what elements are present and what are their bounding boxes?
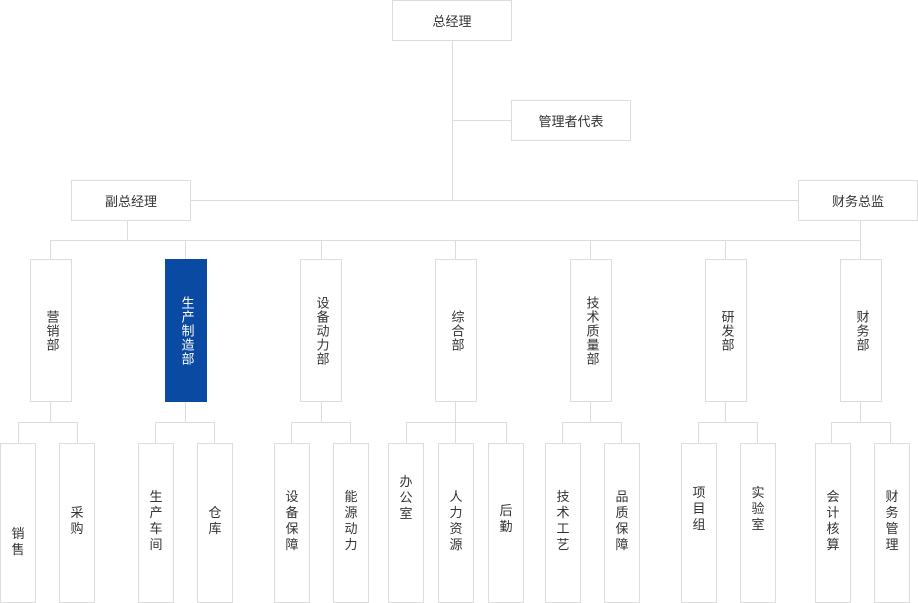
general-manager-label: 总经理 bbox=[432, 15, 472, 30]
team-box-equipment-support[interactable]: 设备保障 bbox=[274, 443, 310, 603]
dept-box-tech-quality[interactable]: 技术质量部 bbox=[570, 259, 612, 402]
dept-label: 综合部 bbox=[448, 309, 464, 352]
connector-sub-row bbox=[155, 422, 215, 423]
connector-sub-drop bbox=[506, 422, 507, 443]
team-box-office[interactable]: 办公室 bbox=[388, 443, 424, 603]
connector-dept-drop bbox=[455, 240, 456, 260]
team-label: 仓库 bbox=[208, 505, 223, 537]
deputy-gm-label: 副总经理 bbox=[104, 195, 157, 210]
team-box-warehouse[interactable]: 仓库 bbox=[197, 443, 233, 603]
connector-sub-drop bbox=[406, 422, 407, 443]
team-label: 销售 bbox=[11, 527, 26, 558]
management-rep-box[interactable]: 管理者代表 bbox=[511, 100, 631, 141]
team-label: 设备保障 bbox=[285, 489, 300, 553]
dept-box-marketing[interactable]: 营销部 bbox=[30, 259, 72, 402]
connector-sub bbox=[455, 402, 456, 422]
connector-sub bbox=[185, 402, 186, 422]
management-rep-label: 管理者代表 bbox=[538, 115, 604, 130]
connector-dept-drop bbox=[321, 240, 322, 260]
connector-sub-row bbox=[831, 422, 891, 423]
connector-dept-drop bbox=[50, 240, 51, 260]
team-label: 实验室 bbox=[751, 485, 766, 533]
team-box-logistics[interactable]: 后勤 bbox=[488, 443, 524, 603]
connector-sub-drop bbox=[155, 422, 156, 443]
connector-sub bbox=[725, 402, 726, 422]
connector-deputy-down bbox=[127, 221, 128, 240]
team-box-hr[interactable]: 人力资源 bbox=[438, 443, 474, 603]
connector-sub-row bbox=[562, 422, 622, 423]
dept-box-finance[interactable]: 财务部 bbox=[840, 259, 882, 402]
team-label: 项目组 bbox=[692, 485, 707, 533]
team-box-finance-mgmt[interactable]: 财务管理 bbox=[874, 443, 910, 603]
connector-dept-drop bbox=[725, 240, 726, 260]
connector-sub bbox=[321, 402, 322, 422]
connector-dept-drop bbox=[185, 240, 186, 260]
connector-sub-drop bbox=[621, 422, 622, 443]
connector-dept-drop bbox=[590, 240, 591, 260]
connector-sub-drop bbox=[350, 422, 351, 443]
connector-sub-drop bbox=[890, 422, 891, 443]
team-label: 办公室 bbox=[399, 475, 414, 522]
dept-label: 生产制造部 bbox=[178, 295, 194, 366]
team-label: 会计核算 bbox=[826, 489, 841, 553]
team-label: 人力资源 bbox=[449, 489, 464, 553]
deputy-gm-box[interactable]: 副总经理 bbox=[71, 180, 191, 221]
connector-sub-drop bbox=[214, 422, 215, 443]
dept-box-equipment[interactable]: 设备动力部 bbox=[300, 259, 342, 402]
team-box-accounting[interactable]: 会计核算 bbox=[815, 443, 851, 603]
team-box-sales[interactable]: 销售 bbox=[0, 443, 36, 603]
connector-sub bbox=[860, 402, 861, 422]
team-box-technology[interactable]: 技术工艺 bbox=[545, 443, 581, 603]
team-box-purchasing[interactable]: 采购 bbox=[59, 443, 95, 603]
dept-label: 研发部 bbox=[718, 309, 734, 352]
team-label: 技术工艺 bbox=[556, 489, 571, 553]
team-box-projects[interactable]: 项目组 bbox=[681, 443, 717, 603]
team-box-energy[interactable]: 能源动力 bbox=[333, 443, 369, 603]
team-label: 财务管理 bbox=[885, 489, 900, 553]
connector-exec-row bbox=[190, 200, 798, 201]
connector-sub-drop bbox=[77, 422, 78, 443]
connector-sub bbox=[590, 402, 591, 422]
connector-sub-drop bbox=[18, 422, 19, 443]
team-label: 采购 bbox=[70, 505, 85, 537]
team-box-workshop[interactable]: 生产车间 bbox=[138, 443, 174, 603]
connector-sub bbox=[50, 402, 51, 422]
connector-rep bbox=[452, 120, 511, 121]
cfo-label: 财务总监 bbox=[831, 195, 884, 210]
team-label: 能源动力 bbox=[344, 489, 359, 553]
dept-label: 设备动力部 bbox=[313, 295, 329, 366]
team-label: 生产车间 bbox=[149, 489, 164, 553]
connector-sub-drop bbox=[831, 422, 832, 443]
connector-sub-drop bbox=[757, 422, 758, 443]
connector-sub-row bbox=[18, 422, 78, 423]
dept-box-general-affairs[interactable]: 综合部 bbox=[435, 259, 477, 402]
dept-label: 技术质量部 bbox=[583, 295, 599, 366]
dept-label: 财务部 bbox=[853, 309, 869, 352]
connector-sub-row bbox=[406, 422, 507, 423]
team-box-quality[interactable]: 品质保障 bbox=[604, 443, 640, 603]
connector-sub-row bbox=[291, 422, 351, 423]
connector-sub-drop bbox=[698, 422, 699, 443]
cfo-box[interactable]: 财务总监 bbox=[798, 180, 918, 221]
connector-sub-drop bbox=[562, 422, 563, 443]
team-label: 后勤 bbox=[499, 504, 514, 535]
team-box-lab[interactable]: 实验室 bbox=[740, 443, 776, 603]
connector-sub-drop bbox=[291, 422, 292, 443]
dept-label: 营销部 bbox=[43, 309, 59, 352]
dept-box-rnd[interactable]: 研发部 bbox=[705, 259, 747, 402]
team-label: 品质保障 bbox=[615, 489, 630, 553]
dept-box-production[interactable]: 生产制造部 bbox=[165, 259, 207, 402]
connector-sub-drop bbox=[455, 422, 456, 443]
general-manager-box[interactable]: 总经理 bbox=[392, 0, 512, 41]
connector-sub-row bbox=[698, 422, 758, 423]
connector-cfo-down bbox=[860, 221, 861, 260]
